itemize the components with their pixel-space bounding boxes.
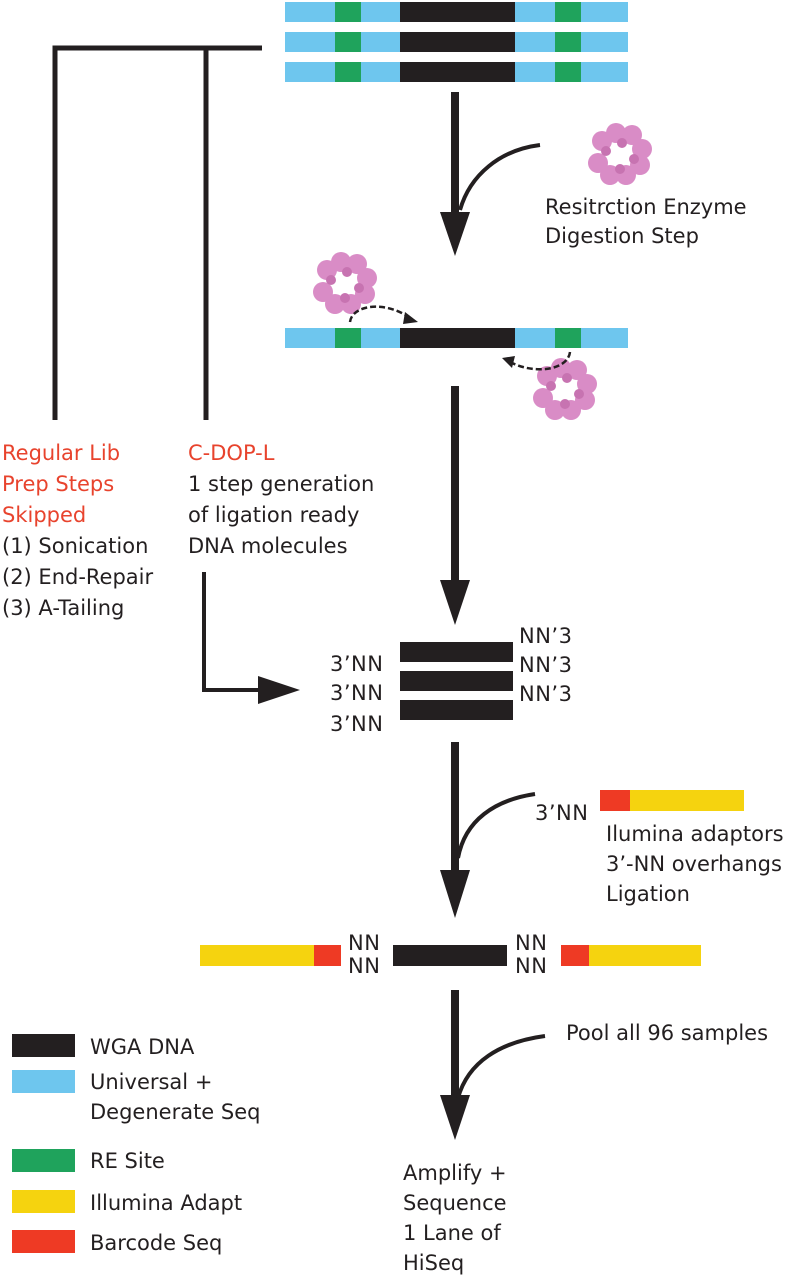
ligated-overhang-label: NN bbox=[515, 954, 547, 978]
re-site-segment bbox=[555, 62, 581, 82]
wga-segment bbox=[400, 2, 515, 22]
legend-swatch bbox=[12, 1070, 75, 1093]
illumina-adaptor bbox=[600, 790, 744, 811]
wga-segment bbox=[400, 32, 515, 52]
re-site-segment bbox=[335, 2, 361, 22]
ligated-product bbox=[200, 945, 701, 966]
legend-swatch bbox=[12, 1034, 75, 1057]
dna-strand bbox=[285, 32, 628, 52]
wga-segment bbox=[393, 945, 507, 966]
illumina-segment bbox=[589, 945, 701, 966]
re-site-segment bbox=[335, 32, 361, 52]
legend-label: RE Site bbox=[90, 1149, 165, 1173]
digested-strand bbox=[285, 328, 628, 348]
cdopl-arrow bbox=[202, 572, 300, 704]
cdopl-title: C-DOP-L bbox=[188, 441, 275, 465]
amplify-label: Amplify + Sequence 1 Lane of HiSeq bbox=[403, 1161, 513, 1275]
legend-item-universal: Universal + Degenerate Seq bbox=[12, 1070, 260, 1124]
regular-lib-branch-line bbox=[52, 45, 262, 420]
ligation-label: Ilumina adaptors 3’-NN overhangs Ligatio… bbox=[606, 822, 787, 906]
dna-strand bbox=[285, 62, 628, 82]
fragment-overhang-label: 3’NN bbox=[330, 652, 383, 676]
wga-fragment bbox=[400, 700, 513, 720]
legend-label: Barcode Seq bbox=[90, 1231, 222, 1255]
arrow-down-4 bbox=[440, 990, 546, 1140]
cut-arrow-left bbox=[348, 305, 411, 323]
cut-arrow-right bbox=[509, 351, 572, 371]
cdopl-description: 1 step generation of ligation ready DNA … bbox=[188, 472, 381, 558]
barcode-segment bbox=[561, 945, 589, 966]
regular-lib-steps: (1) Sonication (2) End-Repair (3) A-Tail… bbox=[2, 534, 160, 620]
arrow-down-2 bbox=[440, 386, 470, 625]
ligated-overhang-label: NN bbox=[515, 931, 547, 955]
regular-lib-title: Regular Lib Prep Steps Skipped bbox=[2, 441, 127, 527]
re-site-segment bbox=[555, 32, 581, 52]
legend-item-wga-dna: WGA DNA bbox=[12, 1034, 195, 1059]
legend-swatch bbox=[12, 1190, 75, 1213]
ligated-overhang-label: NN bbox=[348, 954, 380, 978]
legend-swatch bbox=[12, 1230, 75, 1253]
illumina-segment bbox=[200, 945, 314, 966]
wga-segment bbox=[400, 328, 515, 348]
wga-fragment bbox=[400, 642, 513, 662]
pool-label: Pool all 96 samples bbox=[566, 1021, 768, 1045]
arrow-down-3 bbox=[440, 742, 536, 918]
legend-item-illumina: Illumina Adapt bbox=[12, 1190, 242, 1215]
branch-lines bbox=[52, 45, 262, 420]
wga-fragment bbox=[400, 671, 513, 691]
re-site-segment bbox=[555, 2, 581, 22]
legend: WGA DNA Universal + Degenerate Seq RE Si… bbox=[12, 1034, 260, 1255]
illumina-segment bbox=[630, 790, 744, 811]
fragment-overhang-label: NN’3 bbox=[519, 653, 572, 677]
fragment-overhang-label: 3’NN bbox=[330, 712, 383, 736]
arrow-down-1 bbox=[440, 92, 541, 256]
legend-label: Universal + Degenerate Seq bbox=[90, 1070, 260, 1124]
legend-label: WGA DNA bbox=[90, 1035, 195, 1059]
barcode-segment bbox=[314, 945, 341, 966]
fragment-overhang-label: NN’3 bbox=[519, 624, 572, 648]
barcode-segment bbox=[600, 790, 630, 811]
restriction-enzyme-icon bbox=[313, 252, 377, 314]
digestion-label: Resitrction Enzyme Digestion Step bbox=[545, 195, 753, 248]
fragment-overhang-label: NN’3 bbox=[519, 682, 572, 706]
fragments bbox=[400, 642, 513, 720]
adaptor-overhang-label: 3’NN bbox=[535, 801, 588, 825]
legend-swatch bbox=[12, 1149, 75, 1172]
wga-segment bbox=[400, 62, 515, 82]
legend-label: Illumina Adapt bbox=[90, 1191, 242, 1215]
re-site-segment bbox=[555, 328, 581, 348]
re-site-segment bbox=[335, 328, 361, 348]
ligated-overhang-label: NN bbox=[348, 931, 380, 955]
re-site-segment bbox=[335, 62, 361, 82]
restriction-enzyme-icon bbox=[533, 358, 597, 420]
legend-item-barcode: Barcode Seq bbox=[12, 1230, 222, 1255]
fragment-overhang-label: 3’NN bbox=[330, 681, 383, 705]
restriction-enzyme-icon bbox=[588, 123, 652, 185]
legend-item-re-site: RE Site bbox=[12, 1149, 165, 1173]
dna-strand bbox=[285, 2, 628, 22]
initial-dna-strands bbox=[285, 2, 628, 82]
